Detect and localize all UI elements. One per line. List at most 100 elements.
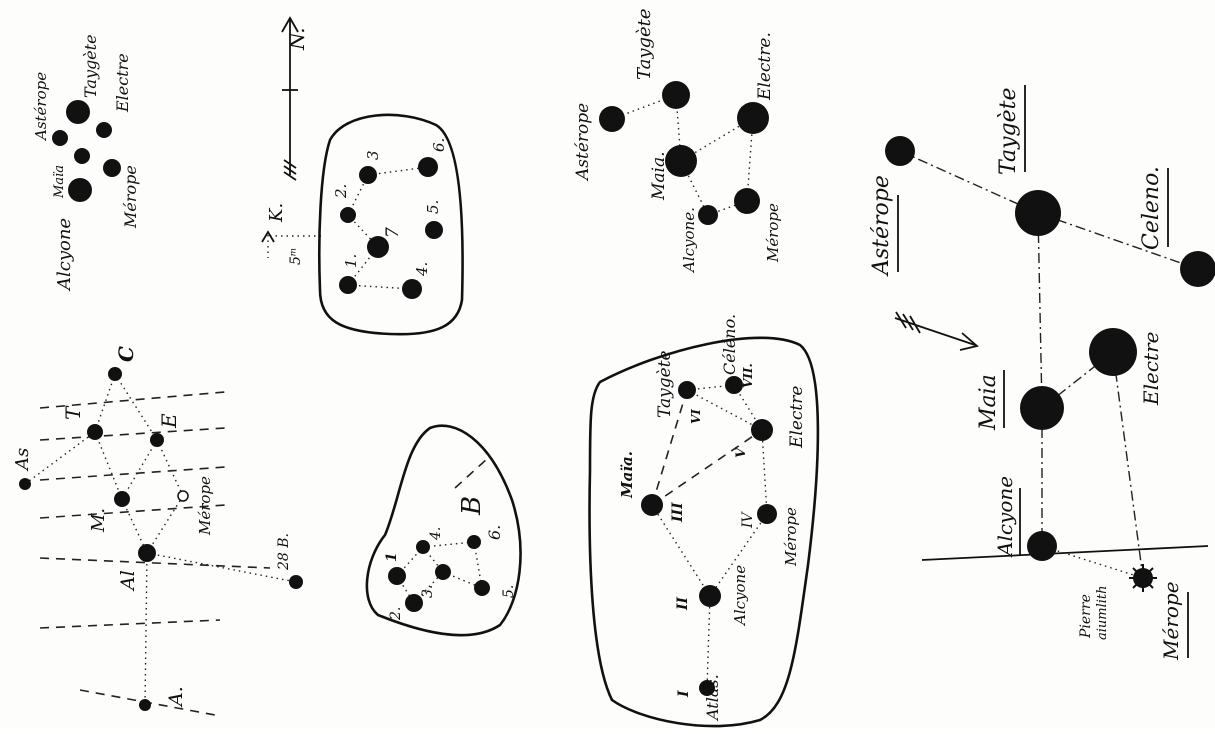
label-alcyone-6: Alcyone [731,565,749,627]
label-merope-7: Mérope [1159,581,1183,661]
label-merope-grid: Mérope [196,476,214,536]
point-28b [289,575,303,589]
label-merope: Mérope [121,165,140,229]
point-as [19,478,31,490]
label-vi: VI [689,409,703,424]
label-vii: VII. [741,363,755,388]
star-b-1 [388,567,406,585]
point-m [114,491,130,507]
num-6: 6. [430,138,448,152]
num-2: 2. [332,184,350,199]
num-5: 5. [424,200,442,214]
label-ii: II [675,596,691,611]
num-b-6: 6. [485,525,504,540]
label-merope-5: Mérope [764,203,782,263]
star-merope-7 [1129,564,1157,592]
point-c [108,367,122,381]
sketch-7-horizon: Astérope Taygète Celeno. Maia Electre Al… [869,85,1215,661]
star-electre-7 [1089,328,1137,376]
label-celeno-7: Celeno. [1139,166,1164,250]
star-b-5 [474,580,490,596]
compass-k-label: K. [266,203,287,223]
star-taygete [66,100,90,124]
label-asterope-7: Astérope [869,175,894,277]
sketch-4-blob-b: 1 2. 3. 4. 5. 6. B [367,426,521,635]
star-b-3 [435,564,451,580]
label-e: E [157,413,181,429]
num-b-5: 5. [501,585,517,598]
label-taygete: Taygète [81,34,100,98]
num-b-2: 2. [388,607,404,621]
label-asterope-5: Astérope [573,103,593,182]
label-i: I [676,690,692,698]
star-b-4 [416,540,430,554]
star-v [751,419,773,441]
star-4 [402,279,422,299]
compass-north-label: N. [285,27,309,51]
label-c: C [114,346,138,362]
star-taygete-7 [1015,190,1061,236]
label-b: B [457,496,487,516]
label-m: M. [88,508,109,533]
sketch-6-large-blob: Céléno. Taygète VII. VI Electre V Maïa. … [590,314,818,726]
label-taygete-6: Taygète [655,350,675,418]
star-3 [359,166,377,184]
label-maia-5: Maia. [649,151,669,201]
num-3: 3 [364,150,382,160]
star-merope-5 [734,188,760,214]
label-electre-7: Electre [1139,332,1163,406]
point-t [87,424,103,440]
label-alcyone: Alcyone [54,218,75,292]
star-asterope [52,130,68,146]
num-7: 7 [383,227,403,238]
star-electre [96,122,112,138]
star-7 [367,236,389,258]
label-iii: III [670,502,686,523]
label-aiumlith: aiumlith [1095,585,1110,640]
label-taygete-7: Taygète [996,88,1021,175]
label-alcyone-7: Alcyone [993,476,1017,558]
label-pierre: Pierre [1078,594,1094,639]
star-iv [757,504,777,524]
label-electre: Electre [113,53,132,113]
compass-5m-label: 5ᵐ [288,248,304,266]
label-al: Al [117,570,139,592]
star-maia-7 [1020,386,1064,430]
star-celeno-7 [1180,251,1215,287]
label-a: A. [165,686,187,708]
star-alcyone-7 [1027,531,1057,561]
num-b-1: 1 [384,552,400,562]
label-electre-6: Electre [787,386,807,449]
label-merope-6: Mérope [782,507,800,567]
sketch-5-cluster: Astérope Taygète Maia. Electre. Alcyone.… [573,8,782,274]
star-ii [699,585,721,607]
num-b-4: 4. [428,527,444,541]
star-alcyone-5 [698,205,718,225]
point-al [138,544,156,562]
label-as: As [12,448,33,472]
star-iii [641,494,663,516]
num-b-3: 3. [420,585,436,598]
label-28b: 28 B. [276,533,292,571]
label-atlas: Atlas. [703,674,722,722]
star-alcyone [68,178,92,202]
sketch-3-grid: As C T E M. Mérope Al 28 B. A. [12,346,303,715]
star-electre-5 [737,102,769,134]
num-1: 1. [342,254,360,268]
star-taygete-5 [662,81,690,109]
star-2 [340,207,356,223]
star-asterope-5 [599,106,625,132]
label-taygete-5: Taygète [634,8,655,80]
star-asterope-7 [885,136,915,166]
label-maia-7: Maia [976,374,1001,431]
star-merope [103,159,121,177]
star-vi [678,381,696,399]
star-5 [425,221,443,239]
star-maia [74,148,90,164]
label-asterope: Astérope [32,72,50,142]
label-alcyone-5: Alcyone. [680,207,698,274]
label-celeno-6: Céléno. [720,314,739,375]
label-t: T [61,405,85,420]
